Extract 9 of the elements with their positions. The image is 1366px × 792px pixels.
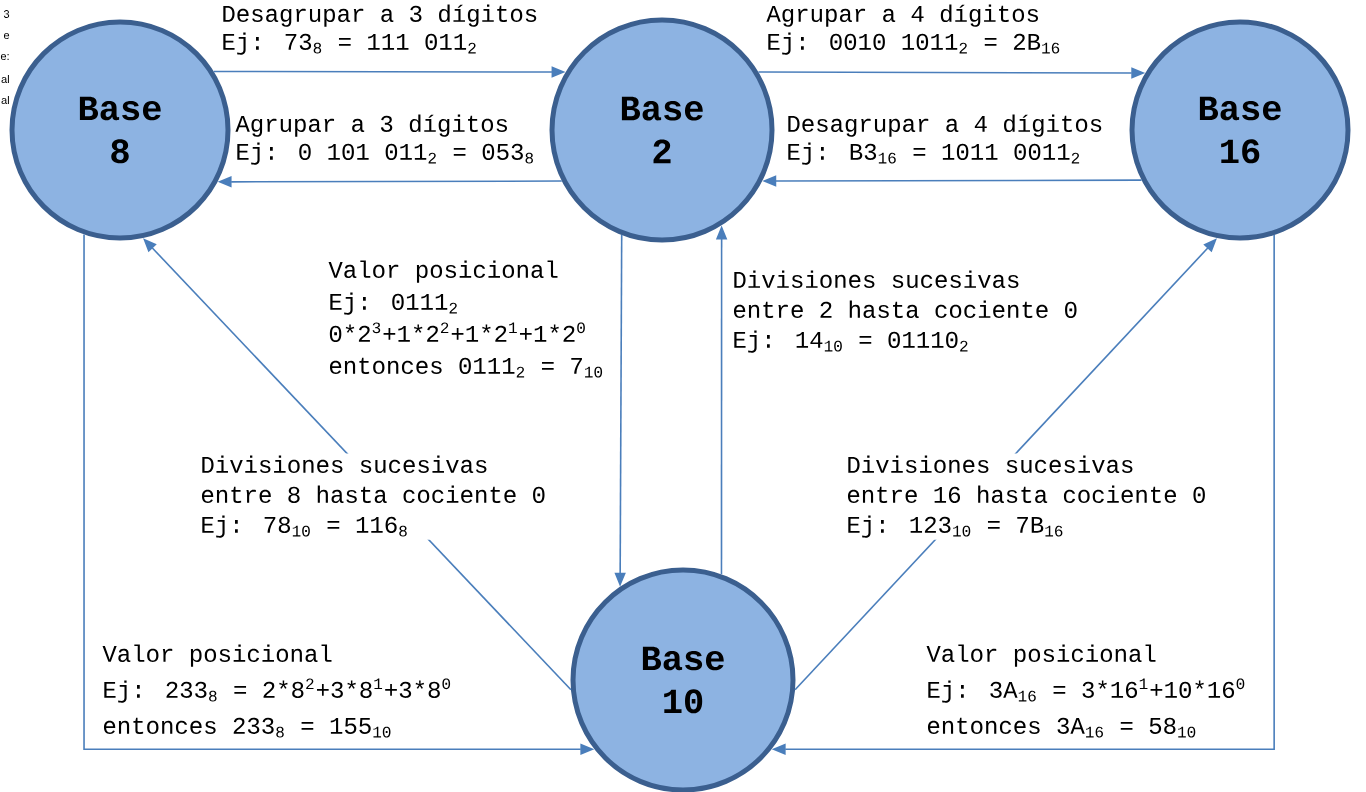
edge-label: Valor posicional Ej: 233$_{8}$ = 2*8$^{2}$+3*8$^{1}$+3*8$^{0}$ entonces 233$_{8}$ = 155$_{10}$: [102, 644, 451, 738]
edge-label: Valor posicional Ej: 0111$_{2}$ 0*2$^{3}$+1*2$^{2}$+1*2$^{1}$+1*2$^{0}$ entonces 0111$_{2}$ = 7$_{10}$: [328, 260, 603, 378]
edge-label: Divisiones sucesivas entre 8 hasta cociente 0 Ej: 78$_{10}$ = 116$_{8}$: [198, 453, 563, 540]
edge-label: Divisiones sucesivas entre 2 hasta cociente 0 Ej: 14$_{10}$ = 01110$_{2}$: [734, 270, 1077, 353]
edge-label: Divisiones sucesivas entre 16 hasta cociente 0 Ej: 123$_{10}$ = 7B$_{16}$: [844, 453, 1223, 540]
edge-label: Valor posicional Ej: 3A$_{16}$ = 3*16$^{1}$+10*16$^{0}$ entonces 3A$_{16}$ = 58$_{10}$: [926, 644, 1245, 738]
cropped-text: 3: [3, 10, 10, 18]
edge-label: Agrupar a 3 dígitos Ej: 0 101 011$_{2}$ = 053$_{8}$: [235, 114, 533, 165]
edge-label: Desagrupar a 4 dígitos Ej: B3$_{16}$ = 1011 0011$_{2}$: [788, 114, 1102, 165]
